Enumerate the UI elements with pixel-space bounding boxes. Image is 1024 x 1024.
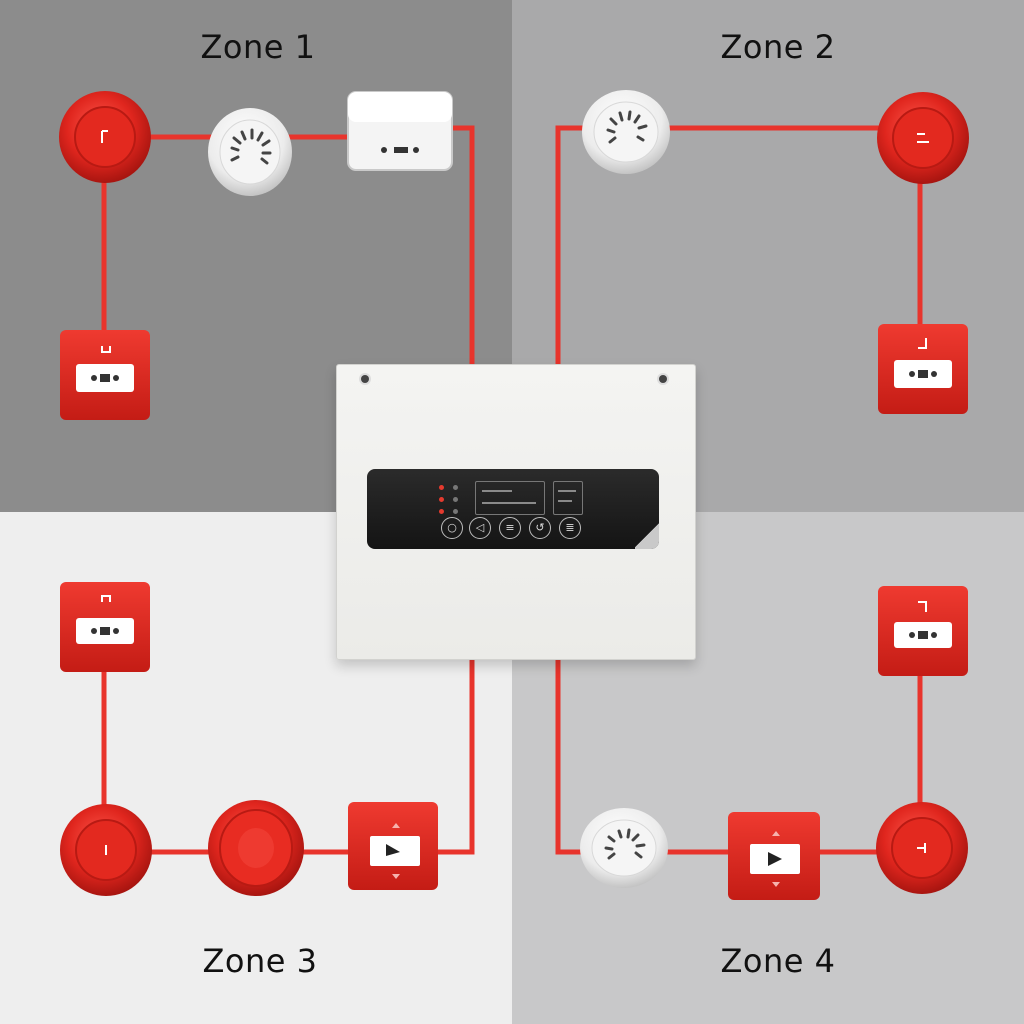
control-fascia: ○ ◁ ≡ ↺ ≣	[367, 469, 659, 549]
call-point-icon	[60, 330, 150, 420]
call-point-icon	[878, 324, 968, 414]
zone-3-label: Zone 3	[202, 942, 318, 980]
fascia-corner	[635, 521, 659, 549]
fire-led-icon	[439, 509, 444, 514]
reset-icon[interactable]: ↺	[529, 517, 551, 539]
lcd-display	[475, 481, 545, 515]
sounder-icon	[60, 804, 152, 896]
fire-led-icon	[439, 485, 444, 490]
call-point-icon	[728, 812, 820, 900]
zone-4-label: Zone 4	[720, 942, 836, 980]
call-point-icon	[878, 586, 968, 676]
zone-2-wire	[555, 125, 923, 370]
power-icon[interactable]: ○	[441, 517, 463, 539]
power-led-icon	[453, 497, 458, 502]
beacon-icon	[208, 800, 304, 896]
sounder-icon	[59, 91, 151, 183]
fire-led-icon	[439, 497, 444, 502]
screw-icon	[659, 375, 667, 383]
module-icon	[347, 91, 453, 171]
zone-2-label: Zone 2	[720, 28, 836, 66]
screw-icon	[361, 375, 369, 383]
sounder-led-icon	[453, 509, 458, 514]
evacuate-icon[interactable]: ≣	[559, 517, 581, 539]
smoke-detector-icon	[580, 808, 668, 888]
fire-alarm-control-panel: ○ ◁ ≡ ↺ ≣	[336, 364, 696, 660]
smoke-detector-icon	[208, 108, 292, 196]
sounder-icon	[876, 802, 968, 894]
sounder-icon	[877, 92, 969, 184]
silence-icon[interactable]: ◁	[469, 517, 491, 539]
call-point-icon	[60, 582, 150, 672]
menu-icon[interactable]: ≡	[499, 517, 521, 539]
call-point-icon	[348, 802, 438, 890]
fault-led-icon	[453, 485, 458, 490]
zone-1-label: Zone 1	[200, 28, 316, 66]
smoke-detector-icon	[582, 90, 670, 174]
status-display	[553, 481, 583, 515]
